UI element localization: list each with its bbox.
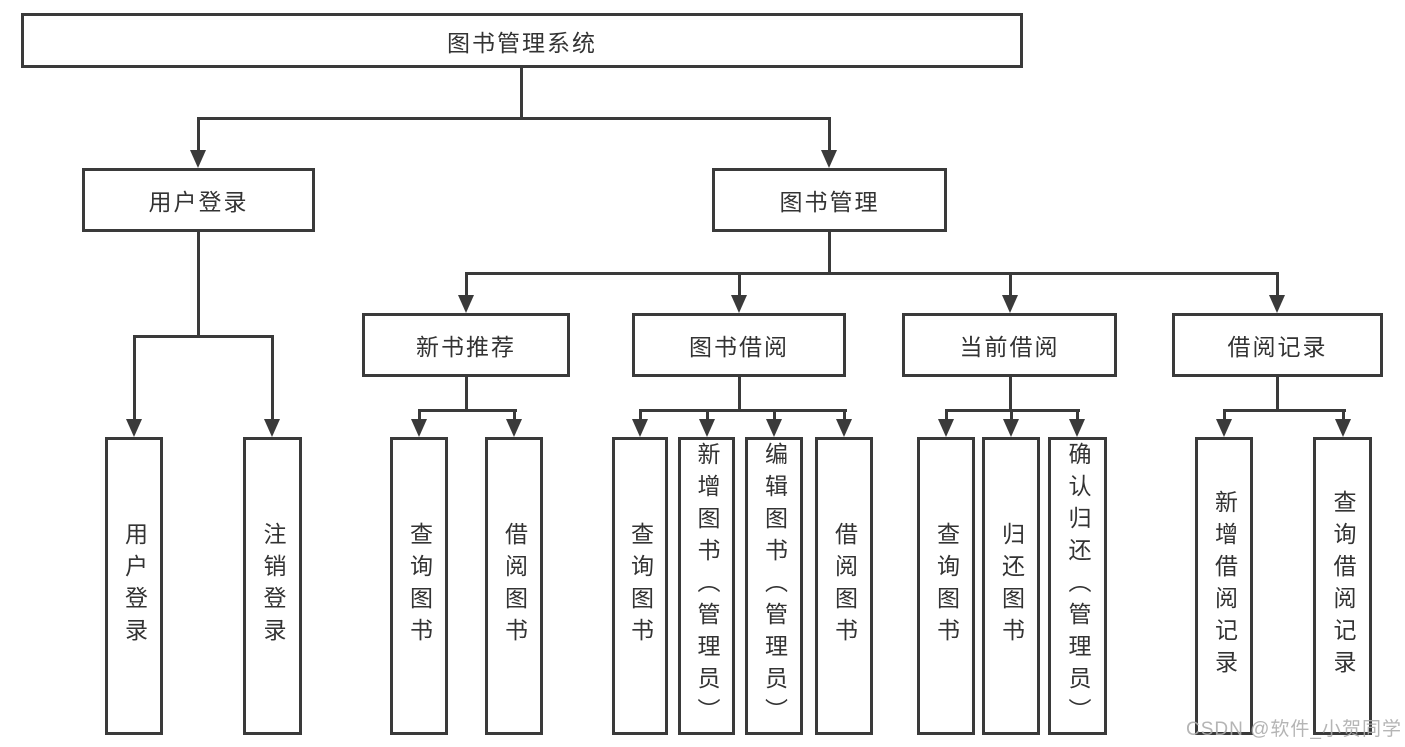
connector-line [1276,377,1279,411]
leaf-current-query-books: 查询图书 [917,437,975,735]
connector-line [706,409,709,422]
arrow-down-icon [1002,295,1018,313]
node-root: 图书管理系统 [21,13,1023,68]
leaf-newbooks-query-books: 查询图书 [390,437,448,735]
leaf-logout: 注销登录 [243,437,302,735]
node-user-login-label: 用户登录 [148,189,249,215]
leaf-edit-books-admin: 编辑图书（管理员） [745,437,803,735]
connector-line [773,409,776,422]
leaf-borrowing-borrow-books-label: 借阅图书 [831,522,858,650]
node-current-borrowing-label: 当前借阅 [959,334,1060,360]
leaf-add-borrow-record: 新增借阅记录 [1195,437,1253,735]
leaf-add-borrow-record-label: 新增借阅记录 [1211,490,1238,682]
node-book-borrowing: 图书借阅 [632,313,846,377]
leaf-add-books-admin-label: 新增图书（管理员） [694,442,720,730]
connector-line [1276,272,1279,298]
connector-line [513,409,516,422]
arrow-down-icon [411,419,427,437]
node-new-book-recommend-label: 新书推荐 [416,334,516,360]
arrow-down-icon [632,419,648,437]
connector-line [197,117,831,120]
connector-line [1010,409,1013,422]
connector-line [271,335,274,423]
connector-line [1342,409,1345,422]
leaf-borrowing-query-books-label: 查询图书 [627,522,654,650]
node-new-book-recommend: 新书推荐 [362,313,570,377]
connector-line [1223,409,1346,412]
node-book-management: 图书管理 [712,168,947,232]
leaf-return-books: 归还图书 [982,437,1040,735]
arrow-down-icon [1216,419,1232,437]
connector-line [639,409,642,422]
connector-line [828,232,831,275]
connector-line [418,409,421,422]
arrow-down-icon [766,419,782,437]
arrow-down-icon [731,295,747,313]
node-root-label: 图书管理系统 [447,29,597,56]
leaf-add-books-admin: 新增图书（管理员） [678,437,735,735]
leaf-confirm-return-admin: 确认归还（管理员） [1048,437,1107,735]
leaf-query-borrow-record: 查询借阅记录 [1313,437,1372,735]
leaf-borrowing-query-books: 查询图书 [612,437,668,735]
leaf-query-borrow-record-label: 查询借阅记录 [1330,490,1356,682]
leaf-return-books-label: 归还图书 [998,522,1025,650]
arrow-down-icon [190,150,206,168]
connector-line [465,272,1279,275]
arrow-down-icon [1003,419,1019,437]
leaf-logout-label: 注销登录 [260,522,286,650]
arrow-down-icon [1069,419,1085,437]
leaf-newbooks-query-books-label: 查询图书 [406,522,433,650]
node-user-login: 用户登录 [82,168,315,232]
connector-line [738,272,741,298]
connector-line [133,335,274,338]
leaf-user-login-label: 用户登录 [121,522,148,650]
connector-line [639,409,847,412]
leaf-borrowing-borrow-books: 借阅图书 [815,437,873,735]
arrow-down-icon [938,419,954,437]
connector-line [828,117,831,153]
leaf-current-query-books-label: 查询图书 [933,522,960,650]
node-borrowing-records-label: 借阅记录 [1227,334,1328,360]
leaf-edit-books-admin-label: 编辑图书（管理员） [761,442,788,730]
connector-line [738,377,741,411]
connector-line [945,409,948,422]
node-current-borrowing: 当前借阅 [902,313,1117,377]
leaf-confirm-return-admin-label: 确认归还（管理员） [1065,442,1091,730]
connector-line [1009,377,1012,411]
leaf-newbooks-borrow-books-label: 借阅图书 [501,522,528,650]
arrow-down-icon [821,150,837,168]
connector-line [133,335,136,423]
node-book-management-label: 图书管理 [779,189,880,215]
arrow-down-icon [264,419,280,437]
node-borrowing-records: 借阅记录 [1172,313,1383,377]
connector-line [197,117,200,153]
connector-line [418,409,517,412]
arrow-down-icon [458,295,474,313]
arrow-down-icon [506,419,522,437]
arrow-down-icon [126,419,142,437]
connector-line [465,272,468,298]
arrow-down-icon [836,419,852,437]
connector-line [1076,409,1079,422]
leaf-newbooks-borrow-books: 借阅图书 [485,437,543,735]
node-book-borrowing-label: 图书借阅 [689,334,789,360]
connector-line [843,409,846,422]
arrow-down-icon [699,419,715,437]
connector-line [1223,409,1226,422]
connector-line [1009,272,1012,298]
connector-line [197,232,200,338]
arrow-down-icon [1269,295,1285,313]
watermark: CSDN @软件_小贺同学 [1186,719,1402,740]
connector-line [520,68,523,118]
arrow-down-icon [1335,419,1351,437]
connector-line [465,377,468,411]
leaf-user-login: 用户登录 [105,437,163,735]
